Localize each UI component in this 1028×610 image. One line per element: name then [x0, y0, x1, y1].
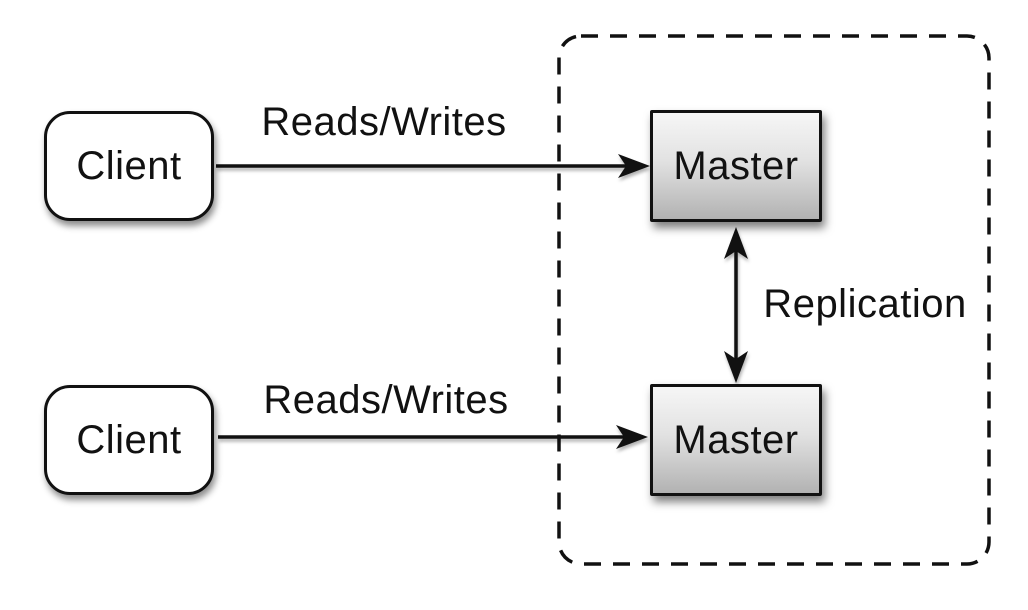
- client-node-1: Client: [44, 111, 214, 221]
- master-node-1-label: Master: [673, 143, 799, 188]
- client-node-1-label: Client: [76, 143, 182, 188]
- master-node-2: Master: [650, 384, 822, 496]
- replication-arrow: [724, 227, 748, 383]
- replication-zone-border: [557, 34, 991, 566]
- reads-writes-arrow-bottom: [218, 425, 648, 449]
- reads-writes-arrow-top: [216, 154, 650, 178]
- replication-label: Replication: [763, 282, 967, 326]
- reads-writes-label-top: Reads/Writes: [261, 100, 507, 144]
- master-node-2-label: Master: [673, 417, 799, 462]
- client-node-2: Client: [44, 385, 214, 495]
- master-node-1: Master: [650, 110, 822, 222]
- reads-writes-label-bottom: Reads/Writes: [263, 378, 509, 422]
- client-node-2-label: Client: [76, 417, 182, 462]
